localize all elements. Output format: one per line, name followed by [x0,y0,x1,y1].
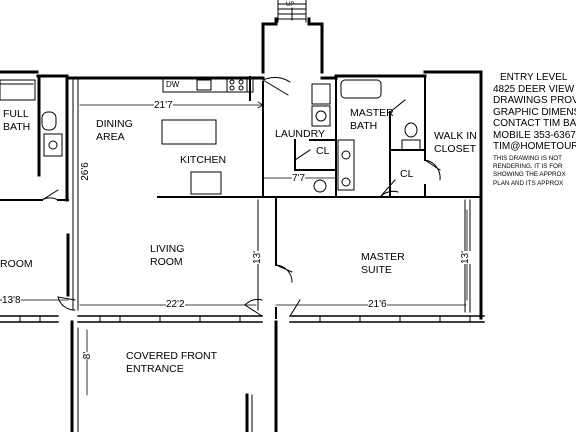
covered-entrance-inner [77,327,253,432]
living-depth-dimension: 13' [252,250,264,265]
dining-area-label: DINING AREA [96,118,133,143]
walk-in-closet-label: WALK IN CLOSET [434,130,477,155]
living-width-dimension: 22'2 [166,299,185,310]
info-line: DRAWINGS PROVIDED BY [493,95,576,106]
covered-entrance-label: COVERED FRONT ENTRANCE [126,350,218,375]
vertical-left-dimension: 26'6 [79,162,91,181]
living-room-label: LIVING ROOM [150,243,185,268]
dining-width-dimension: 21'7 [154,100,173,111]
full-bath-label: FULL BATH [3,108,31,133]
info-line: ENTRY LEVEL [500,72,568,83]
laundry-closet-label: CL [316,145,330,157]
info-line: MOBILE 353-6367 [493,129,576,141]
fixtures [0,77,421,195]
kitchen-label: KITCHEN [180,154,227,166]
front-wall [0,315,485,323]
info-line: GRAPHIC DIMENSIONS [493,106,576,118]
entrance-depth-dimension: 8' [82,351,94,360]
suite-depth-dimension: 13' [460,250,472,265]
info-block: ENTRY LEVEL 4825 DEER VIEW DRAWINGS PROV… [493,72,576,188]
front-wall-studs [19,315,471,323]
door-swings [41,76,441,317]
info-line: CONTACT TIM BAKER [493,118,576,129]
info-line: TIM@HOMETOUR [493,141,576,152]
master-suite-label: MASTER SUITE [361,251,405,276]
info-line: 4825 DEER VIEW [493,83,575,95]
stairs [277,0,307,23]
laundry-width-dimension: 7'7 [292,173,306,184]
left-room-width-dimension: 13'8 [2,295,21,306]
covered-entrance-outline [70,320,278,432]
stair-up-label: UP [286,2,295,8]
suite-width-dimension: 21'6 [368,299,387,310]
master-bath-label: MASTER BATH [350,107,394,132]
stair-walls [261,17,324,74]
left-room-label: ROOM [0,258,33,270]
dishwasher-label: DW [166,80,180,89]
dimension-lines [0,101,468,396]
laundry-label: LAUNDRY [275,128,325,140]
interior-walls [0,75,482,319]
disclaimer: THIS DRAWING IS NOT RENDERING. IT IS FOR… [493,154,566,187]
master-closet-label: CL [400,168,414,180]
exterior-walls [0,70,483,320]
